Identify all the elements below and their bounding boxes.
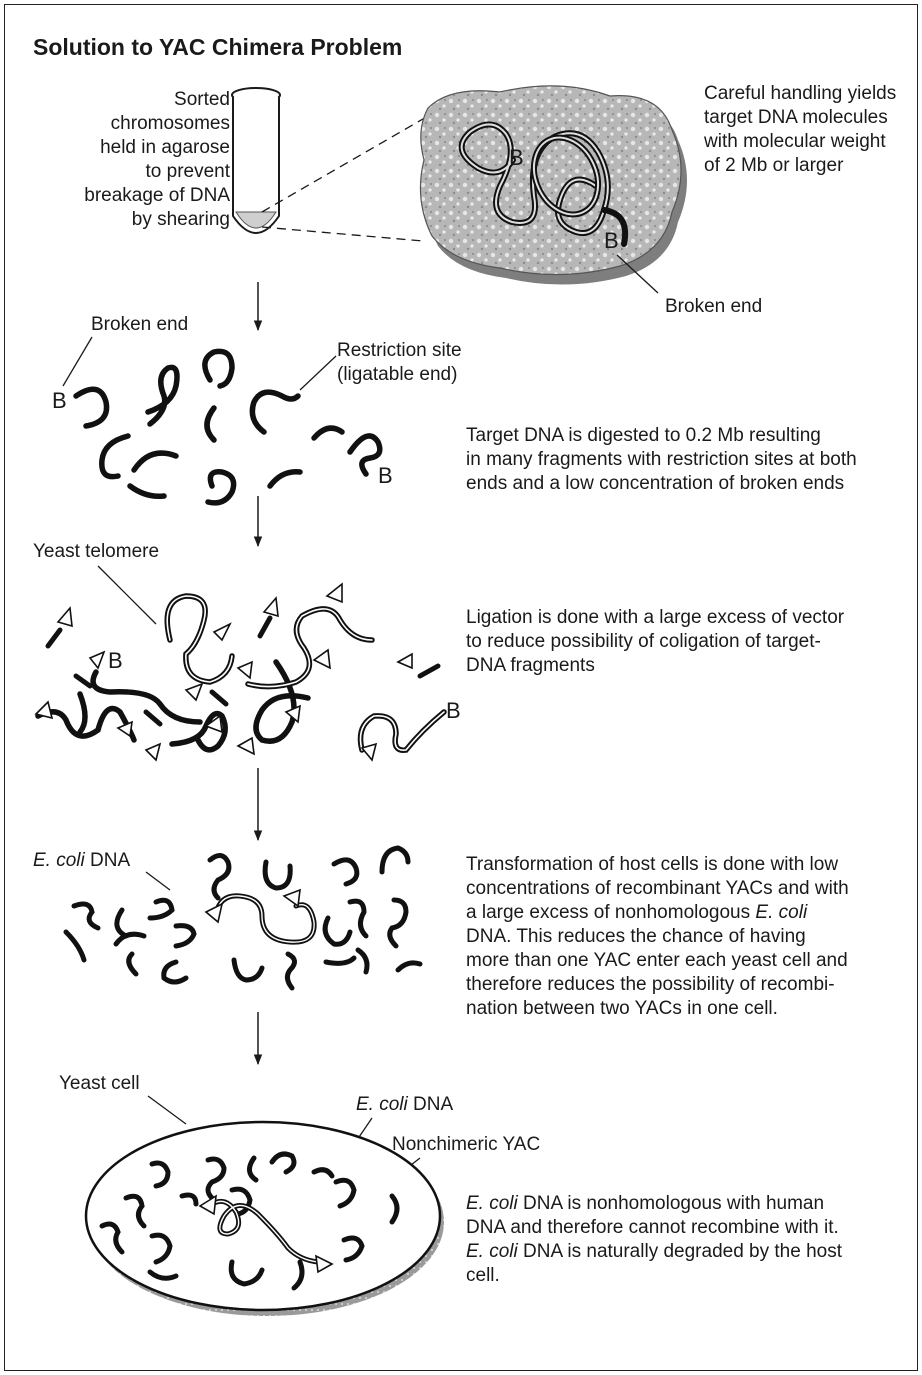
ecoli-label-2-italic: E. coli bbox=[356, 1094, 409, 1115]
telomere-leader bbox=[98, 566, 156, 624]
yeast-cell-leader bbox=[148, 1096, 186, 1124]
broken-end-marker-b3: B bbox=[52, 388, 67, 413]
agarose-block bbox=[420, 86, 687, 285]
ecoli-leader-1 bbox=[146, 872, 170, 890]
recombinant-yacs bbox=[206, 890, 314, 942]
ecoli-label-1-italic: E. coli bbox=[33, 850, 86, 871]
broken-end-marker-b5: B bbox=[108, 648, 123, 673]
broken-end-marker-b2: B bbox=[604, 228, 619, 253]
ecoli-dna-label-1: E. coli DNA bbox=[33, 850, 130, 871]
restriction-site-leader bbox=[300, 356, 336, 390]
dna-fragments bbox=[76, 351, 380, 503]
broken-end-label-1: Broken end bbox=[665, 296, 762, 317]
zoom-lines bbox=[262, 112, 435, 241]
test-tube bbox=[232, 88, 280, 233]
broken-end-marker-b4: B bbox=[378, 463, 393, 488]
broken-end-label-2: Broken end bbox=[91, 314, 188, 335]
broken-end-marker-b1: B bbox=[509, 145, 524, 170]
broken-end-marker-b6: B bbox=[446, 698, 461, 723]
ecoli-label-2-rest: DNA bbox=[408, 1094, 454, 1115]
ecoli-label-1-rest: DNA bbox=[85, 850, 131, 871]
yeast-telomere-label: Yeast telomere bbox=[33, 541, 159, 562]
broken-end-leader-2 bbox=[63, 337, 92, 386]
nonchimeric-yac-label: Nonchimeric YAC bbox=[392, 1134, 540, 1155]
ligated-molecules bbox=[38, 596, 444, 750]
yeast-cell-label: Yeast cell bbox=[59, 1073, 140, 1094]
ecoli-dna-label-2: E. coli DNA bbox=[356, 1094, 453, 1115]
